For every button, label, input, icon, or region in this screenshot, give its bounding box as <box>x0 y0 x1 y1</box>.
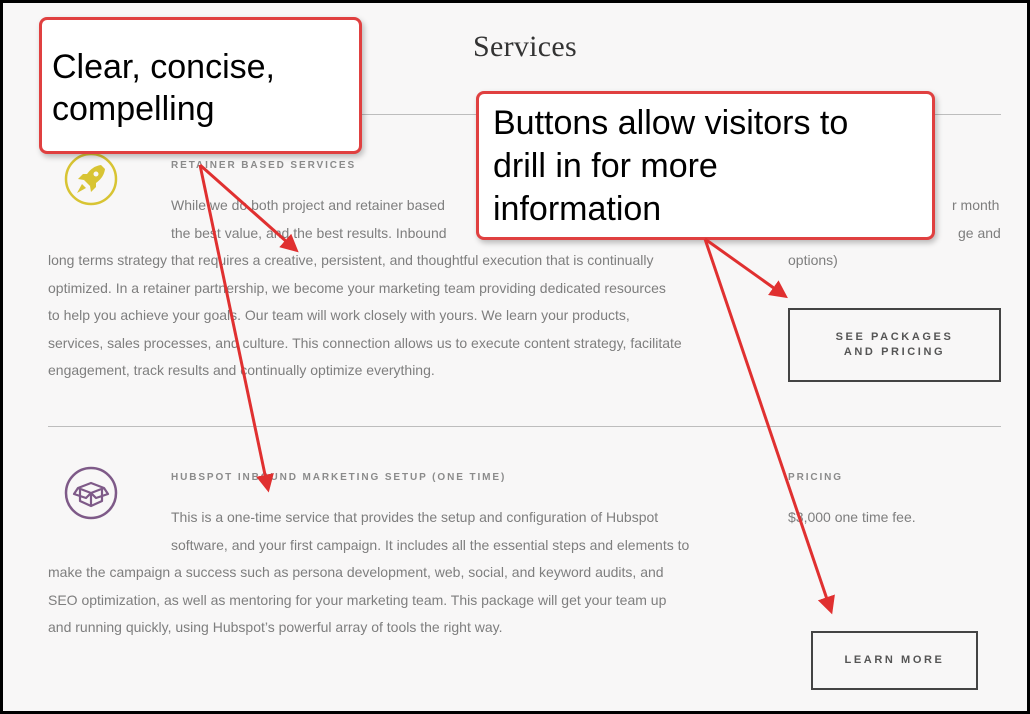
see-packages-button[interactable]: See Packages and Pricing <box>788 308 1001 382</box>
divider <box>48 426 1001 427</box>
rocket-icon <box>64 152 118 206</box>
section-heading: Hubspot Inbound Marketing Setup (One Tim… <box>171 472 507 483</box>
callout-box: Buttons allow visitors to drill in for m… <box>476 91 935 240</box>
annotation-arrow <box>704 237 788 299</box>
box-icon <box>64 466 118 520</box>
pricing-heading: Pricing <box>788 472 843 483</box>
section-description: This is a one-time service that provides… <box>48 509 690 635</box>
learn-more-button[interactable]: Learn More <box>811 631 978 690</box>
pricing-value: $3,000 one time fee. <box>788 509 916 525</box>
annotation-arrow <box>703 238 835 615</box>
page-title: Services <box>472 30 578 63</box>
section-heading: Retainer Based Services <box>171 160 357 171</box>
callout-box: Clear, concise, compelling <box>39 17 362 154</box>
